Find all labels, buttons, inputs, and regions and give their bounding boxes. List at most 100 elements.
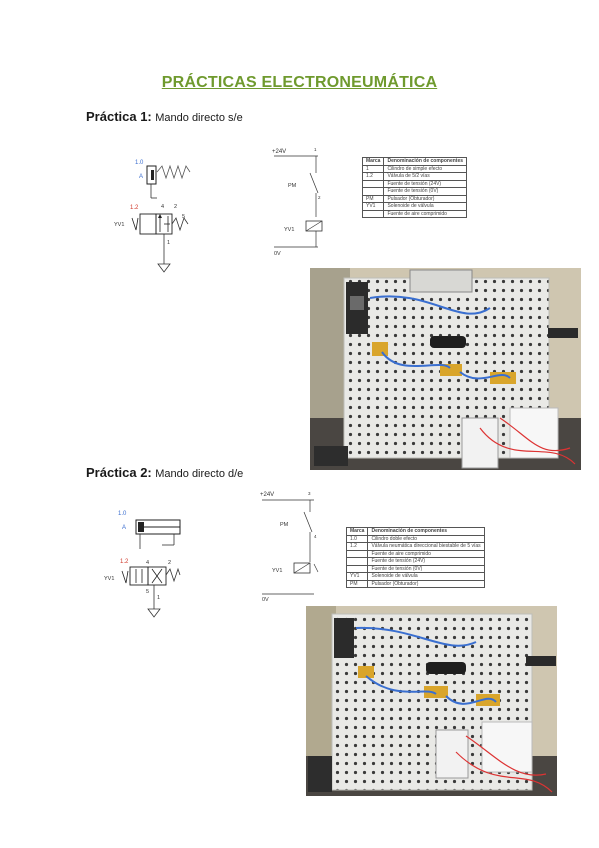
port-supply: 1 bbox=[157, 595, 160, 601]
legend-mark bbox=[345, 564, 369, 573]
practice-2-electric-diagram: +24V 3 PM 4 YV1 0V bbox=[260, 491, 319, 602]
practice-1-pneumatic-diagram: 1.0 A 1.2 4 2 YV1 5 1 bbox=[114, 160, 191, 273]
cylinder-tag: 1.0 bbox=[118, 511, 127, 517]
practice-1-photo bbox=[310, 268, 581, 470]
legend-mark: 1.2 bbox=[345, 542, 369, 551]
cylinder-sub: A bbox=[122, 525, 126, 531]
legend-name: Cilindro doble efecto bbox=[367, 534, 485, 543]
legend-mark bbox=[361, 179, 385, 188]
practice-1-label: Práctica 1: bbox=[86, 109, 152, 124]
valve-coil-label: YV1 bbox=[104, 576, 114, 582]
node-bottom: 4 bbox=[314, 534, 317, 539]
legend-mark bbox=[361, 209, 385, 218]
port-exhaust: 5 bbox=[182, 214, 185, 220]
practice-2-subtitle: Mando directo d/e bbox=[155, 468, 244, 480]
legend-name: Fuente de tensión (24V) bbox=[383, 179, 468, 188]
cylinder-spring bbox=[156, 164, 191, 180]
cylinder-tag: 1.0 bbox=[135, 160, 144, 166]
node-top: 1 bbox=[314, 147, 317, 152]
coil-label: YV1 bbox=[284, 227, 294, 233]
port-a: 4 bbox=[161, 204, 164, 210]
air-source-symbol bbox=[147, 608, 161, 618]
valve-tag: 1.2 bbox=[130, 205, 139, 211]
legend-mark: 1.0 bbox=[345, 534, 369, 543]
coil-label: YV1 bbox=[272, 568, 282, 574]
solenoid-coil bbox=[305, 220, 323, 232]
legend-name: Válvula neumática direccional biestable … bbox=[367, 542, 485, 551]
legend-mark: PM bbox=[361, 194, 385, 203]
legend-header-name: Denominación de componentes bbox=[367, 527, 485, 536]
legend-mark: PM bbox=[345, 579, 369, 588]
valve-tag: 1.2 bbox=[120, 559, 129, 565]
table-row: Fuente de tensión (24V) bbox=[345, 557, 485, 566]
practice-1-subtitle: Mando directo s/e bbox=[155, 112, 243, 124]
legend-name: Solenoide de válvula bbox=[367, 572, 485, 581]
legend-mark bbox=[345, 557, 369, 566]
legend-mark: YV1 bbox=[345, 572, 369, 581]
ground-label: 0V bbox=[262, 597, 269, 602]
legend-header-mark: Marca bbox=[361, 157, 385, 166]
solenoid-coil bbox=[293, 562, 311, 574]
cylinder-piston bbox=[138, 522, 144, 532]
table-row: Fuente de tensión (24V) bbox=[361, 179, 468, 188]
table-row: Fuente de tensión (0V) bbox=[345, 564, 485, 573]
cylinder-piston bbox=[151, 170, 154, 180]
legend-name: Pulsador (Obturador) bbox=[367, 579, 485, 588]
practice-2-label: Práctica 2: bbox=[86, 465, 152, 480]
valve-coil-label: YV1 bbox=[114, 222, 124, 228]
legend-name: Fuente de tensión (0V) bbox=[367, 564, 485, 573]
table-header-row: Marca Denominación de componentes bbox=[361, 157, 468, 166]
legend-header-name: Denominación de componentes bbox=[383, 157, 468, 166]
ground-label: 0V bbox=[274, 251, 281, 257]
cylinder-body bbox=[146, 165, 157, 185]
legend-name: Cilindro de simple efecto bbox=[383, 164, 468, 173]
practice-2-photo bbox=[306, 606, 557, 796]
table-row: Fuente de aire comprimido bbox=[361, 209, 468, 218]
supply-label: +24V bbox=[260, 492, 274, 498]
cylinder-sub: A bbox=[139, 174, 143, 180]
pushbutton-symbol bbox=[309, 172, 319, 194]
legend-name: Solenoide de válvula bbox=[383, 202, 468, 211]
legend-name: Pulsador (Obturador) bbox=[383, 194, 468, 203]
legend-mark: 1 bbox=[361, 164, 385, 173]
practice-1-heading: Práctica 1: Mando directo s/e bbox=[86, 109, 243, 124]
table-row: Fuente de aire comprimido bbox=[345, 549, 485, 558]
legend-name: Fuente de aire comprimido bbox=[383, 209, 468, 218]
practice-2-pneumatic-diagram: 1.0 A 1.2 4 2 YV1 5 1 bbox=[104, 511, 181, 618]
port-a: 4 bbox=[146, 560, 149, 566]
pushbutton-symbol bbox=[303, 511, 313, 533]
legend-mark: YV1 bbox=[361, 202, 385, 211]
practice-2-heading: Práctica 2: Mando directo d/e bbox=[86, 465, 243, 480]
legend-mark bbox=[361, 187, 385, 196]
legend-name: Válvula de 5/2 vías bbox=[383, 172, 468, 181]
practice-1-electric-diagram: +24V 1 PM 2 YV1 0V bbox=[272, 147, 323, 257]
legend-mark bbox=[345, 549, 369, 558]
port-b: 2 bbox=[168, 560, 171, 566]
supply-label: +24V bbox=[272, 149, 286, 155]
legend-header-mark: Marca bbox=[345, 527, 369, 536]
port-b: 2 bbox=[174, 204, 177, 210]
switch-label: PM bbox=[288, 183, 297, 189]
node-bottom: 2 bbox=[318, 195, 321, 200]
switch-label: PM bbox=[280, 522, 289, 528]
port-exhaust: 5 bbox=[146, 589, 149, 595]
legend-name: Fuente de tensión (0V) bbox=[383, 187, 468, 196]
air-source-symbol bbox=[157, 263, 171, 273]
table-header-row: Marca Denominación de componentes bbox=[345, 527, 485, 536]
port-supply: 1 bbox=[167, 240, 170, 246]
node-top: 3 bbox=[308, 491, 311, 496]
legend-name: Fuente de aire comprimido bbox=[367, 549, 485, 558]
document-title: PRÁCTICAS ELECTRONEUMÁTICA bbox=[161, 74, 438, 91]
table-row: Fuente de tensión (0V) bbox=[361, 187, 468, 196]
legend-mark: 1.2 bbox=[361, 172, 385, 181]
